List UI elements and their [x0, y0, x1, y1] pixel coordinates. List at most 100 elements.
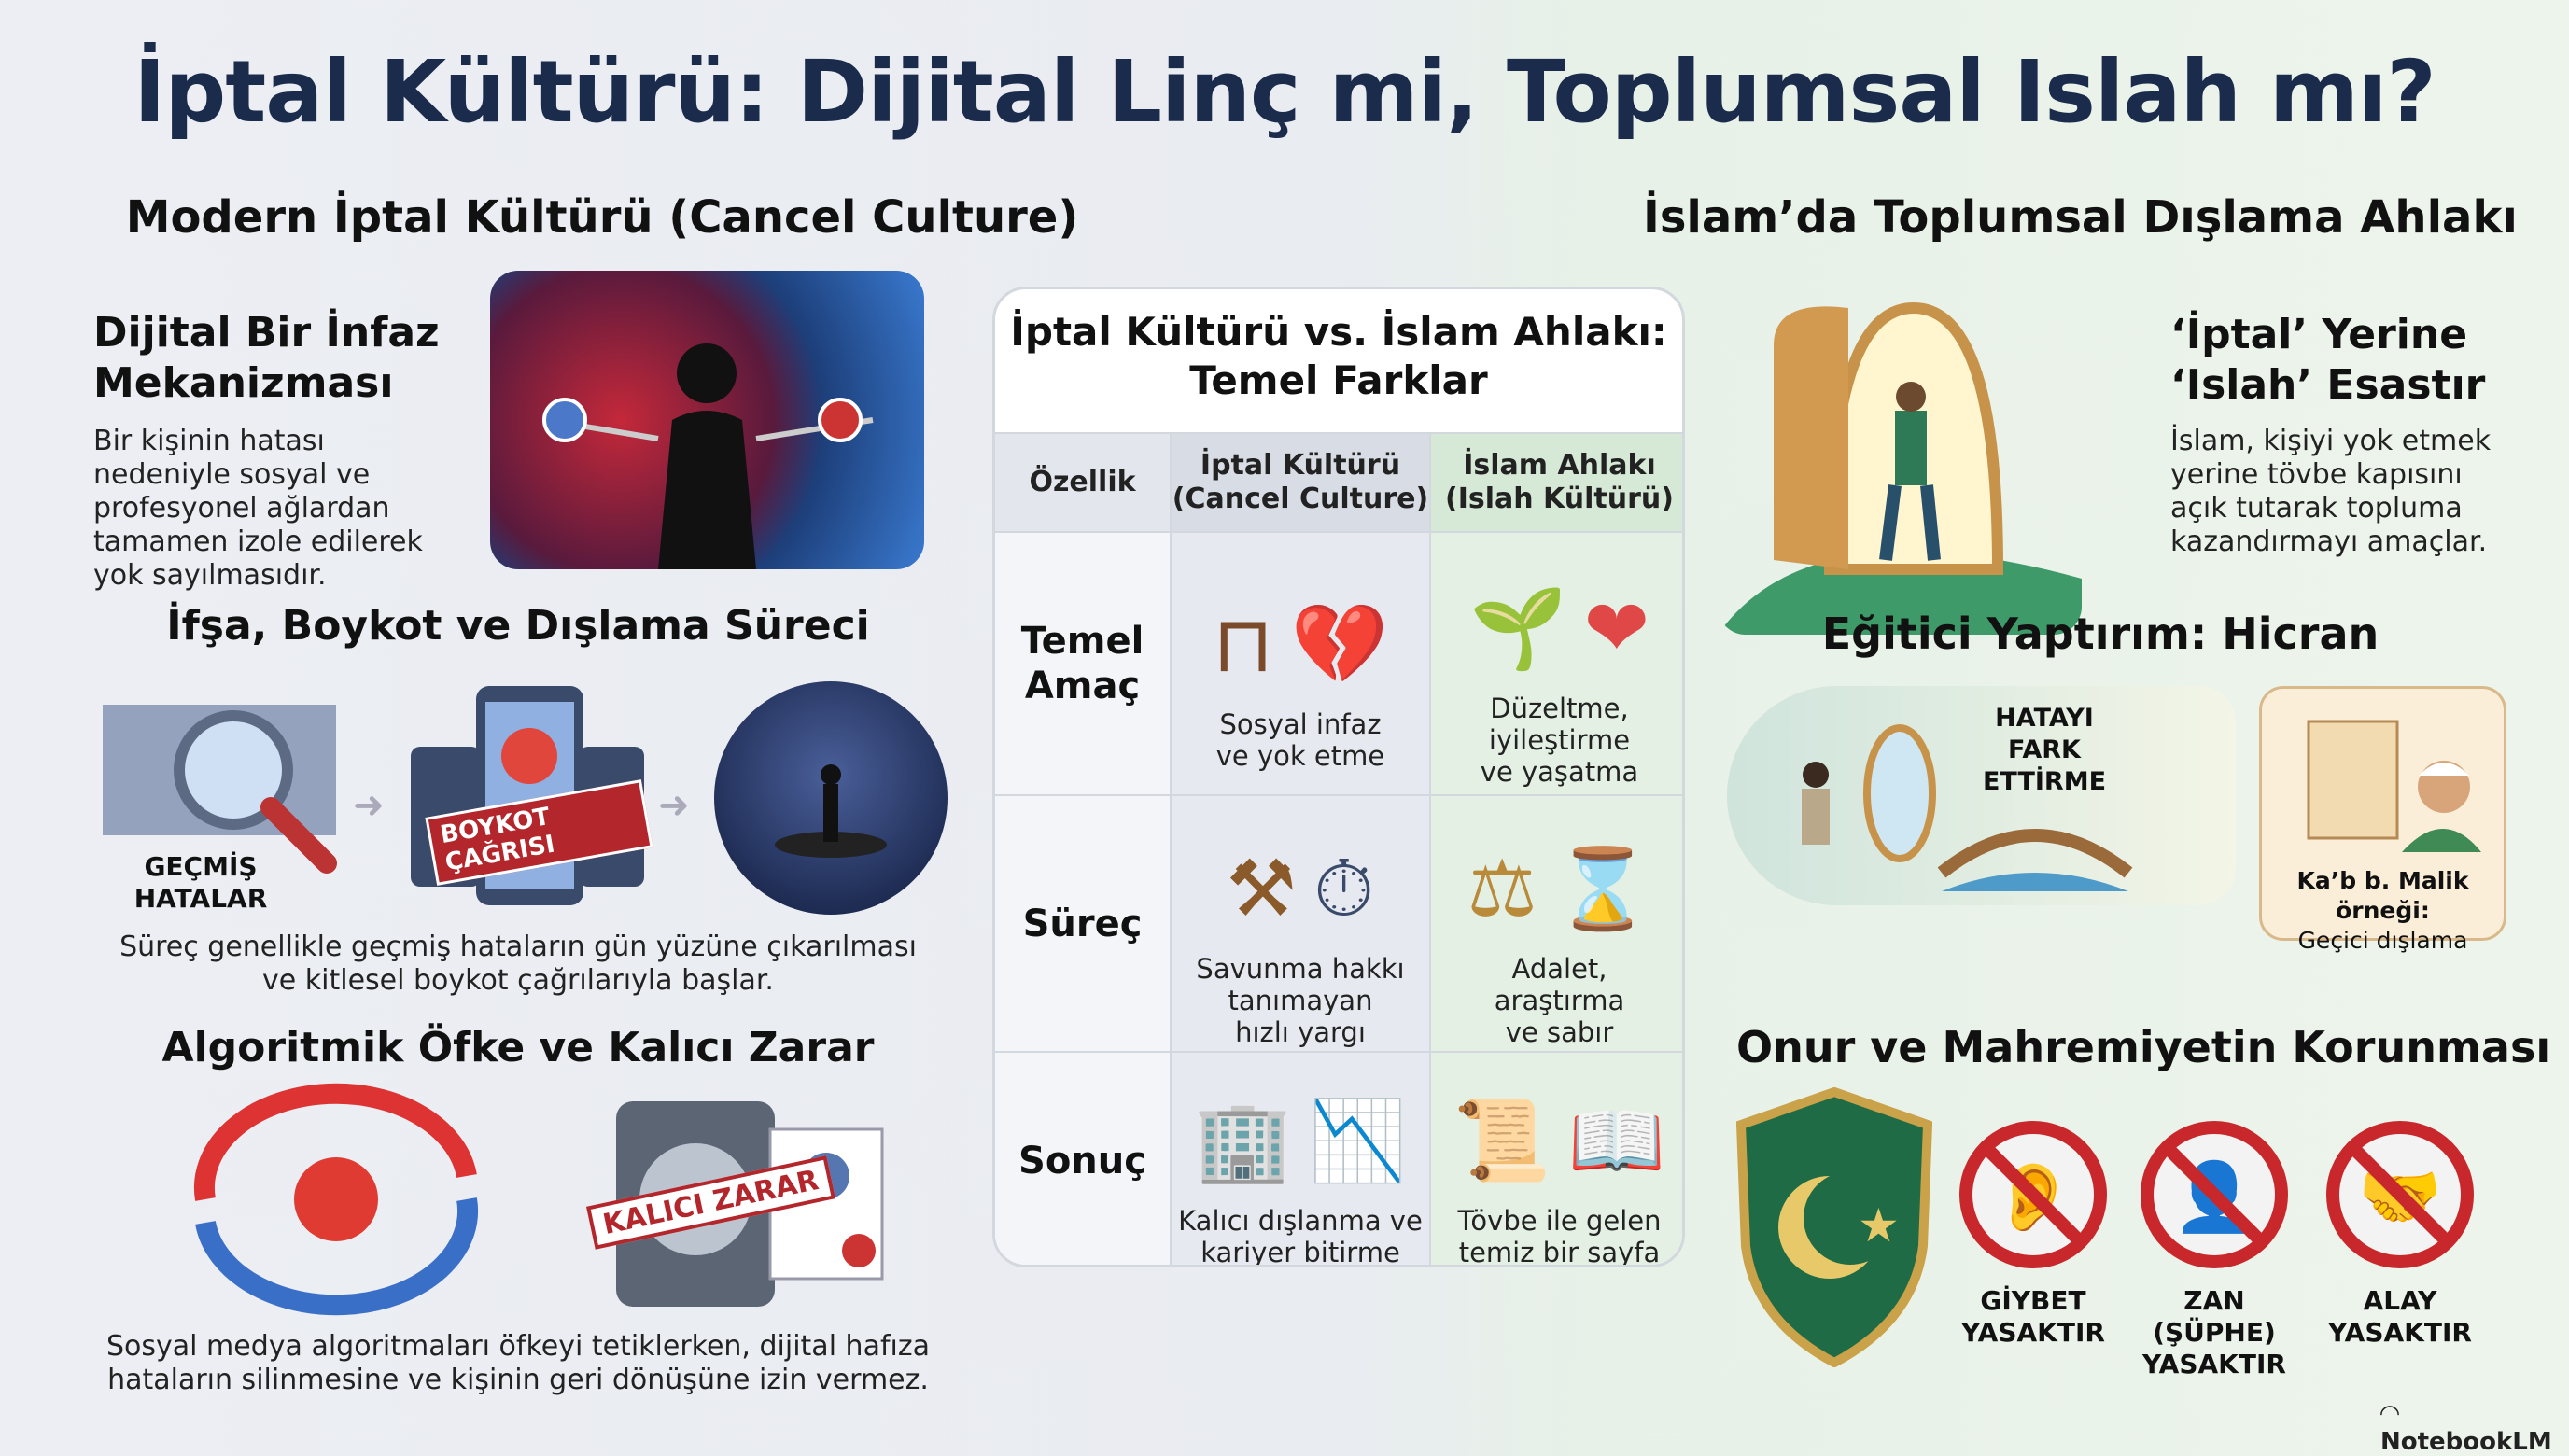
icon-group: 🏢📉 [1194, 1053, 1406, 1192]
no-suspicion-icon: 👤 [2141, 1121, 2288, 1268]
silhouette-chains-icon [542, 343, 874, 569]
header-islam: İslam Ahlakı(Islah Kültürü) [1431, 432, 1682, 533]
label-line: ZAN (ŞÜPHE) [2153, 1285, 2276, 1348]
heart-in-hands-icon: ❤ [1583, 582, 1649, 674]
falling-stairs-icon: 📉 [1309, 1095, 1407, 1186]
header-cancel: İptal Kültürü(Cancel Culture) [1172, 432, 1431, 533]
row-label: Sonuç [1018, 1139, 1146, 1183]
header-text: İptal Kültürü [1200, 449, 1401, 482]
scales-icon: ⚖ [1467, 842, 1537, 934]
label-line: ALAY [2363, 1285, 2437, 1316]
text-line: araştırma [1494, 984, 1625, 1016]
text-line: temiz bir sayfa [1458, 1237, 1661, 1267]
label-line: GEÇMİŞ [144, 851, 258, 882]
title-line: İptal Kültürü vs. İslam Ahlakı: [1010, 309, 1667, 355]
notebooklm-logo-icon: ◠ [2380, 1400, 2399, 1428]
islah-text: İslam, kişiyi yok etmek yerine tövbe kap… [2170, 425, 2492, 558]
text-line: ve yaşatma [1480, 756, 1639, 788]
text-line: Tövbe ile gelen [1457, 1205, 1662, 1237]
text-line: Düzeltme, [1490, 693, 1629, 724]
hicran-title: Eğitici Yaptırım: Hicran [1821, 609, 2379, 659]
text-line: ve sabır [1505, 1015, 1614, 1048]
mechanism-title-line: Dijital Bir İnfaz [93, 309, 440, 357]
open-book-icon: 📖 [1567, 1095, 1666, 1186]
label-line: YASAKTIR [2328, 1317, 2472, 1348]
mechanism-title-line: Mekanizması [93, 359, 394, 407]
title-line: Temel Farklar [1189, 357, 1488, 403]
arrow-right-icon: ➜ [353, 784, 385, 827]
row-label-cell: Sonuç [995, 1053, 1172, 1265]
stopwatch-icon: ⏱ [1313, 842, 1375, 934]
icon-group: 📜📖 [1453, 1053, 1665, 1192]
bubble-text: Ka’b b. Malik örneği: Geçici dışlama [2262, 866, 2504, 956]
text-line: Süreç genellikle geçmiş hataların gün yü… [119, 931, 917, 963]
broken-heart-icon: 💔 [1290, 598, 1389, 690]
process-title: İfşa, Boykot ve Dışlama Süreci [166, 602, 870, 650]
row-label-cell: Süreç [995, 796, 1172, 1053]
text-line: Sosyal infaz [1219, 708, 1382, 740]
islah-title: ‘İptal’ Yerine‘Islah’ Esastır [2170, 310, 2485, 411]
door-of-repentance-illustration [1718, 271, 2082, 635]
bubble-line: Ka’b b. Malik örneği: [2296, 867, 2469, 924]
row-label: Süreç [1022, 902, 1143, 945]
prohibition-item: 👤 ZAN (ŞÜPHE)YASAKTIR [2121, 1115, 2308, 1379]
right-heading: İslam’da Toplumsal Dışlama Ahlakı [1643, 191, 2518, 244]
header-text: Özellik [1029, 466, 1136, 498]
process-text: Süreç genellikle geçmiş hataların gün yü… [93, 931, 943, 998]
honor-title: Onur ve Mahremiyetin Korunması [1736, 1022, 2551, 1072]
text-line: Kalıcı dışlanma ve [1178, 1205, 1423, 1237]
speech-bubble: Ka’b b. Malik örneği: Geçici dışlama [2259, 686, 2506, 954]
permanent-damage-illustration: KALICI ZARAR [585, 1097, 891, 1316]
text-line: ve kitlesel boykot çağrılarıyla başlar. [262, 964, 774, 997]
past-mistakes-illustration [93, 686, 345, 882]
mechanism-text: Bir kişinin hatası nedeniyle sosyal ve p… [93, 425, 423, 592]
label-line: YASAKTIR [2142, 1349, 2286, 1379]
boycott-illustration: BOYKOT ÇAĞRISI [406, 681, 653, 910]
hourglass-icon: ⌛ [1553, 842, 1652, 934]
algorithm-title: Algoritmik Öfke ve Kalıcı Zarar [161, 1024, 875, 1071]
text-line: tanımayan [1228, 984, 1373, 1016]
table-title: İptal Kültürü vs. İslam Ahlakı:Temel Far… [995, 308, 1682, 405]
text-line: Adalet, [1511, 952, 1607, 985]
bubble-line: Geçici dışlama [2297, 927, 2468, 954]
page-title: İptal Kültürü: Dijital Linç mi, Toplumsa… [133, 42, 2436, 142]
text-line: ve yok etme [1215, 740, 1385, 772]
icon-group: ⚒⏱ [1227, 800, 1375, 940]
header-text: İslam Ahlakı [1463, 449, 1656, 482]
prohibition-label: ZAN (ŞÜPHE)YASAKTIR [2121, 1285, 2308, 1380]
left-heading: Modern İptal Kültürü (Cancel Culture) [125, 191, 1079, 244]
header-text: (Cancel Culture) [1172, 483, 1429, 515]
icon-group: 🌱❤ [1469, 539, 1649, 679]
label-line: YASAKTIR [1961, 1317, 2105, 1348]
building-icon: 🏢 [1194, 1095, 1292, 1186]
title-line: ‘Islah’ Esastır [2170, 361, 2486, 409]
row-label: Temel [1020, 620, 1144, 663]
title-line: ‘İptal’ Yerine [2170, 311, 2468, 358]
text-line: Savunma hakkı [1196, 952, 1405, 985]
magnifier-icon [103, 705, 337, 874]
text-line: Sosyal medya algoritmaları öfkeyi tetikl… [106, 1330, 930, 1363]
angry-vortex-icon [193, 1083, 479, 1316]
no-gossip-icon: 👂 [1959, 1121, 2107, 1268]
algorithm-text: Sosyal medya algoritmaları öfkeyi tetikl… [93, 1330, 943, 1397]
row-label: Amaç [1024, 665, 1141, 707]
outrage-vortex-illustration [149, 1083, 523, 1316]
no-mockery-icon: 🤝 [2326, 1121, 2474, 1268]
